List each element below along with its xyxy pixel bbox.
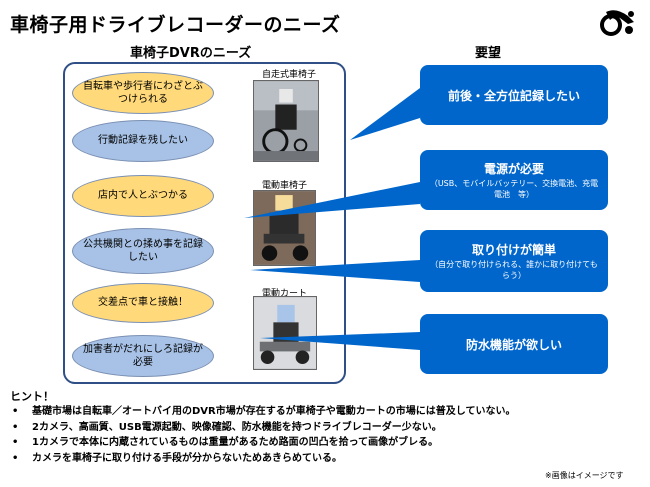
demand-power-supply: 電源が必要 （USB、モバイルバッテリー、交換電池、充電電池 等） xyxy=(420,150,608,210)
needs-heading: 車椅子DVRのニーズ xyxy=(130,46,252,61)
manual-wheelchair-photo xyxy=(253,80,319,162)
wheelchair-logo-icon xyxy=(600,10,634,36)
need-bubble-intersection: 交差点で車と接触！ xyxy=(72,283,214,323)
connector-arrows xyxy=(244,88,420,350)
demands-heading: 要望 xyxy=(475,46,502,61)
demand-main-text: 前後・全方位記録したい xyxy=(447,88,580,103)
hint-item: 2カメラ、高画質、USB電源起動、映像確認、防水機能を持つドライブレコーダー少な… xyxy=(10,420,515,436)
hint-item: 1カメラで本体に内蔵されているものは重量があるため路面の凹凸を拾って画像がブレる… xyxy=(10,435,515,451)
demand-main-text: 取り付けが簡単 xyxy=(471,242,556,257)
electric-cart-photo xyxy=(253,296,317,370)
electric-wheelchair-photo xyxy=(253,190,316,266)
hints-title: ヒント！ xyxy=(10,390,54,403)
photo-label-electric-wheelchair: 電動車椅子 xyxy=(262,181,308,191)
hint-item: 基礎市場は自転車／オートバイ用のDVR市場が存在するが車椅子や電動カートの市場に… xyxy=(10,404,515,420)
demand-main-text: 電源が必要 xyxy=(483,161,544,176)
hints-list: 基礎市場は自転車／オートバイ用のDVR市場が存在するが車椅子や電動カートの市場に… xyxy=(10,404,515,466)
demand-easy-mount: 取り付けが簡単 （自分で取り付けられる、誰かに取り付けてもらう） xyxy=(420,230,608,292)
demand-all-direction: 前後・全方位記録したい xyxy=(420,65,608,125)
demand-main-text: 防水機能が欲しい xyxy=(465,337,562,352)
photo-label-electric-cart: 電動カート xyxy=(262,289,308,299)
image-note: ※画像はイメージです xyxy=(545,471,624,480)
demand-sub-text: （自分で取り付けられる、誰かに取り付けてもらう） xyxy=(430,259,598,280)
hint-item: カメラを車椅子に取り付ける手段が分からないためあきらめている。 xyxy=(10,451,515,467)
need-bubble-record-activity: 行動記録を残したい xyxy=(72,120,214,162)
photo-label-manual-wheelchair: 自走式車椅子 xyxy=(262,70,317,80)
demand-sub-text: （USB、モバイルバッテリー、交換電池、充電電池 等） xyxy=(429,178,599,199)
need-bubble-record-required: 加害者がだれにしろ記録が必要 xyxy=(72,335,214,377)
need-bubble-store-collision: 店内で人とぶつかる xyxy=(72,175,214,217)
need-bubble-public-dispute: 公共機関との揉め事を記録したい xyxy=(72,228,214,274)
need-bubble-bumped: 自転車や歩行者にわざとぶつけられる xyxy=(72,72,214,114)
page-title: 車椅子用ドライブレコーダーのニーズ xyxy=(10,14,341,36)
demand-waterproof: 防水機能が欲しい xyxy=(420,314,608,374)
